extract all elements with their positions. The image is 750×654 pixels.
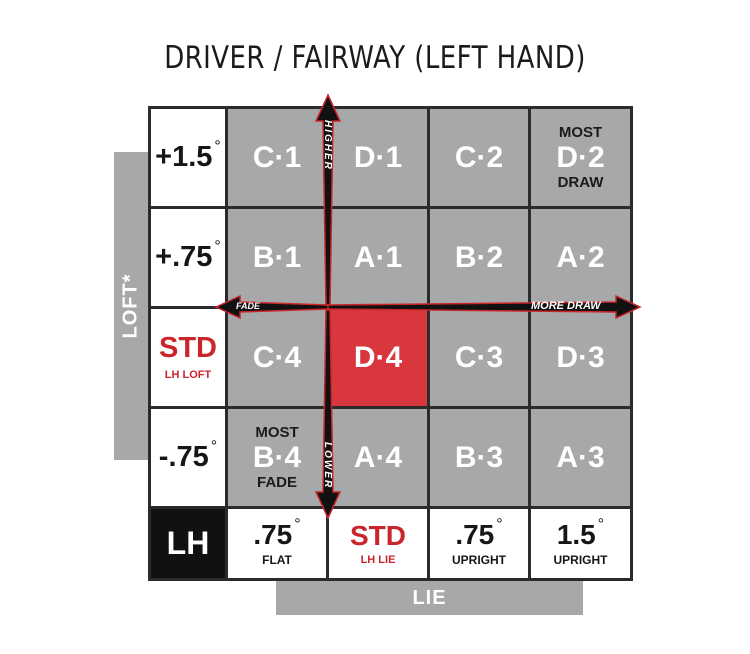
degree-symbol: ° [496,515,503,533]
diagram-title: DRIVER / FAIRWAY (LEFT HAND) [164,40,586,76]
cell-b3-label: B·3 [454,440,504,474]
lie-upright-1-5-value: 1.5 [556,518,596,550]
cell-b2: B·2 [430,209,528,306]
cell-b1-label: B·1 [252,240,302,274]
loft-std-value: STD [159,332,217,364]
lie-upright-0-75-value: .75 [455,518,495,550]
fade-label: FADE [236,301,261,311]
lie-flat-0-75: .75° FLAT [228,509,326,578]
degree-symbol: ° [210,438,218,455]
loft-minus-0-75-value: -.75 [158,441,209,473]
cell-c3-label: C·3 [454,340,504,374]
cell-b2-label: B·2 [454,240,504,274]
cell-a3: A·3 [531,409,630,506]
cell-d2: MOST D·2 DRAW [531,109,630,206]
degree-symbol: ° [294,515,301,533]
cell-c2-label: C·2 [454,140,504,174]
cell-d4-standard: D·4 [329,309,427,406]
loft-minus-0-75: -.75° [151,409,225,506]
most-draw-bottom: DRAW [557,173,604,191]
loft-axis-bar: LOFT* [114,152,148,460]
loft-std-sub: LH LOFT [164,369,212,381]
lie-upright-0-75: .75° UPRIGHT [430,509,528,578]
cell-c4: C·4 [228,309,326,406]
lie-upright-0-75-sub: UPRIGHT [452,552,506,567]
higher-label: HIGHER [322,120,333,171]
most-draw-top: MOST [558,124,603,141]
most-fade-top: MOST [255,424,299,441]
lie-std: STD LH LIE [329,509,427,578]
cell-c2: C·2 [430,109,528,206]
cell-c4-label: C·4 [252,340,302,374]
cell-b4: MOST B·4 FADE [228,409,326,506]
loft-plus-1-5-value: +1.5 [155,141,213,173]
lie-std-value: STD [350,519,406,551]
cell-a4-label: A·4 [353,440,403,474]
cell-d1: D·1 [329,109,427,206]
more-draw-label: MORE DRAW [531,300,601,312]
cell-a2-label: A·2 [556,240,605,274]
lie-axis-bar: LIE [276,581,583,615]
cell-d3-label: D·3 [556,340,605,374]
loft-plus-0-75-value: +.75 [155,241,213,273]
degree-symbol: ° [597,515,605,533]
loft-axis-label: LOFT* [119,273,142,339]
cell-b1: B·1 [228,209,326,306]
lh-corner-label: LH [166,525,210,561]
lh-corner: LH [151,509,225,578]
cell-c3: C·3 [430,309,528,406]
cell-a1: A·1 [329,209,427,306]
lie-flat-0-75-sub: FLAT [262,552,292,567]
degree-symbol: ° [214,138,221,155]
loft-std: STD LH LOFT [151,309,225,406]
cell-a2: A·2 [531,209,630,306]
cell-a3-label: A·3 [556,440,605,474]
most-fade-bottom: FADE [256,473,297,491]
settings-grid: +1.5° +.75° STD LH LOFT -.75° C·1 D·1 C·… [148,106,633,581]
cell-d1-label: D·1 [353,140,403,174]
lie-upright-1-5: 1.5° UPRIGHT [531,509,630,578]
degree-symbol: ° [214,238,221,255]
lie-upright-1-5-sub: UPRIGHT [553,552,608,567]
cell-b3: B·3 [430,409,528,506]
lower-label: LOWER [322,442,333,490]
loft-plus-1-5: +1.5° [151,109,225,206]
lie-flat-0-75-value: .75 [253,518,293,550]
cell-d4-label: D·4 [353,340,403,374]
cell-b4-label: B·4 [252,440,302,474]
loft-plus-0-75: +.75° [151,209,225,306]
cell-d3: D·3 [531,309,630,406]
cell-c1: C·1 [228,109,326,206]
lie-std-sub: LH LIE [360,553,396,566]
cell-a4: A·4 [329,409,427,506]
cell-c1-label: C·1 [252,140,302,174]
cell-d2-label: D·2 [556,140,605,174]
cell-a1-label: A·1 [353,240,403,274]
